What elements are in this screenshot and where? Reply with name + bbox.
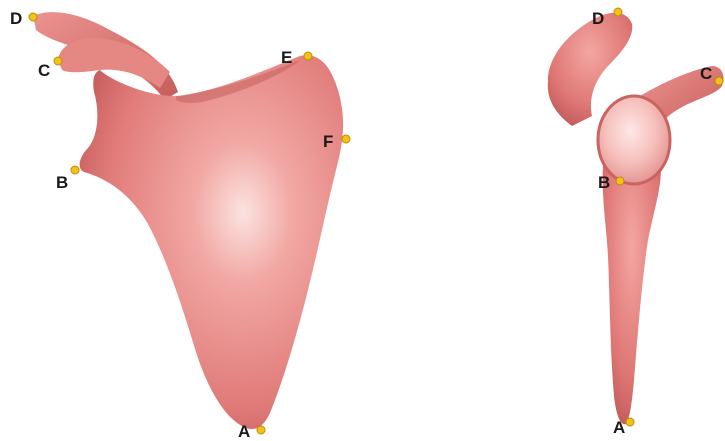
landmark-f-label-left: F bbox=[323, 132, 333, 151]
landmark-c-label-left: C bbox=[38, 61, 50, 80]
landmark-c-label-right: C bbox=[700, 64, 712, 83]
landmark-e-marker-left bbox=[304, 52, 312, 60]
landmark-d-label-left: D bbox=[10, 9, 22, 28]
landmark-a-marker-right bbox=[626, 418, 634, 426]
landmark-b-marker-left bbox=[71, 166, 79, 174]
landmark-b-label-left: B bbox=[56, 173, 68, 192]
scapula-body-anterior bbox=[80, 55, 343, 429]
landmark-c-marker-left bbox=[54, 57, 62, 65]
landmark-a-marker-left bbox=[257, 426, 265, 434]
landmark-d-label-right: D bbox=[592, 9, 604, 28]
landmark-a-label-right: A bbox=[613, 418, 625, 437]
landmark-c-marker-right bbox=[715, 77, 723, 85]
landmark-b-marker-right bbox=[616, 177, 624, 185]
landmark-a-label-left: A bbox=[238, 422, 250, 441]
scapula-blade-lateral bbox=[603, 150, 661, 424]
landmark-d-marker-left bbox=[29, 13, 37, 21]
landmark-e-label-left: E bbox=[281, 48, 292, 67]
scapula-lateral-view: D C B A bbox=[548, 8, 724, 437]
scapula-anterior-view: D C B E F A bbox=[10, 9, 350, 441]
landmark-b-label-right: B bbox=[598, 173, 610, 192]
landmark-f-marker-left bbox=[342, 135, 350, 143]
landmark-d-marker-right bbox=[614, 8, 622, 16]
